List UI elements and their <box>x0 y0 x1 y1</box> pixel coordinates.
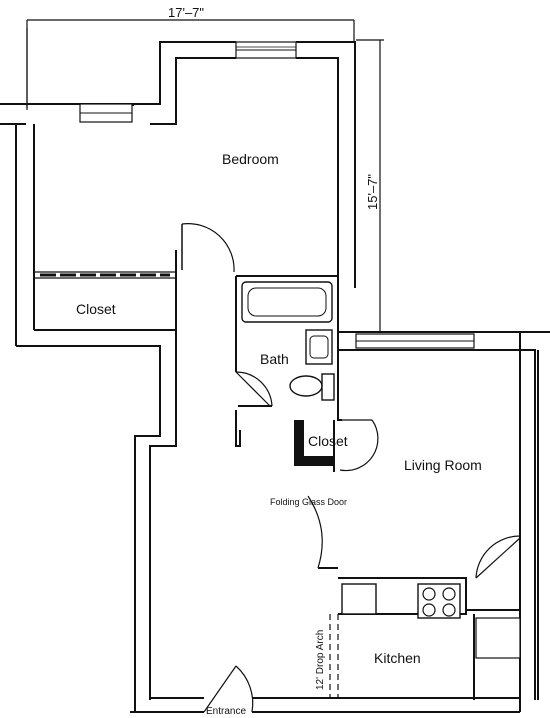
stove <box>417 583 461 619</box>
drop-arch-lines <box>329 614 339 698</box>
kitchen-sink <box>341 583 377 615</box>
dimension-width <box>26 19 355 110</box>
sink-bath <box>305 329 333 365</box>
toilet <box>289 373 335 401</box>
door-living-right <box>475 535 521 579</box>
door-bedroom <box>181 223 235 273</box>
folding-glass-door <box>307 495 338 569</box>
room-label-closet-bedroom: Closet <box>76 301 116 317</box>
window-living-room <box>355 333 475 349</box>
dimension-depth-label: 15'–7" <box>365 174 380 210</box>
door-bath <box>235 371 273 407</box>
room-label-kitchen: Kitchen <box>374 650 421 666</box>
fridge <box>475 617 521 659</box>
interior-walls <box>34 250 520 700</box>
room-label-living-room: Living Room <box>404 457 482 473</box>
room-label-bedroom: Bedroom <box>222 151 279 167</box>
window-bedroom-top <box>235 41 297 59</box>
door-closet-hall <box>339 419 379 472</box>
annotation-drop-arch: 12' Drop Arch <box>315 630 326 690</box>
door-entrance <box>203 665 254 713</box>
window-bedroom-left <box>79 103 133 123</box>
annotation-entrance: Entrance <box>206 706 246 717</box>
dimension-width-label: 17'–7" <box>168 5 204 20</box>
exterior-walls <box>0 41 550 713</box>
bathtub <box>241 281 333 323</box>
annotation-folding-glass-door: Folding Glass Door <box>270 497 347 507</box>
room-label-bath: Bath <box>260 351 289 367</box>
room-label-closet-hall: Closet <box>308 433 348 449</box>
